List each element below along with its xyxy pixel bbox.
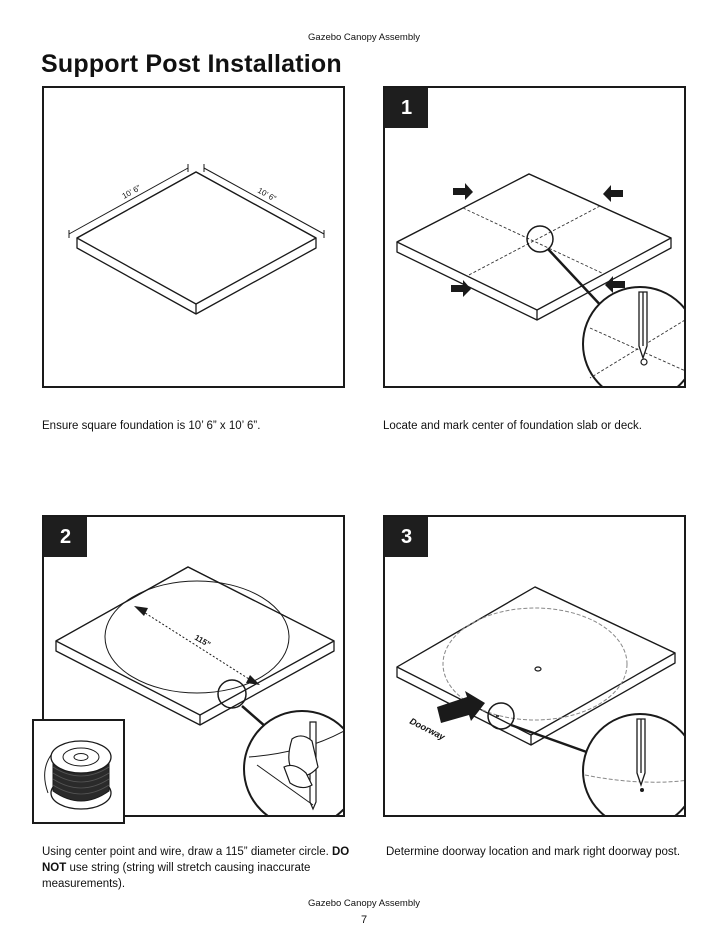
running-footer: Gazebo Canopy Assembly: [308, 898, 420, 909]
wire-spool-icon: [44, 740, 112, 810]
center-mark-illustration: [396, 173, 684, 386]
caption-foundation: Ensure square foundation is 10’ 6” x 10’…: [42, 420, 261, 432]
foundation-panel: 10’ 6” 10’ 6”: [42, 86, 345, 388]
doorway-mark-illustration: Doorway: [396, 586, 684, 815]
dimension-right: 10’ 6”: [256, 186, 278, 204]
caption-step-2: Using center point and wire, draw a 115”…: [42, 844, 352, 892]
foundation-slab-illustration: 10’ 6” 10’ 6”: [68, 164, 325, 315]
caption-step-3: Determine doorway location and mark righ…: [386, 846, 681, 858]
caption-step-1: Locate and mark center of foundation sla…: [383, 420, 642, 432]
caption-step-2-warning: DO NOT: [42, 846, 350, 874]
step-2-badge: 2: [44, 517, 87, 557]
step-2-panel: 2 115”: [42, 515, 345, 817]
caption-step-2-part2: use string (string will stretch causing …: [42, 862, 311, 890]
circle-drawing-illustration: 115”: [55, 566, 343, 815]
step-1-panel: 1: [383, 86, 686, 388]
wire-spool-inset: [32, 719, 125, 824]
running-header: Gazebo Canopy Assembly: [308, 32, 420, 43]
caption-step-2-part1: Using center point and wire, draw a 115”…: [42, 846, 332, 858]
step-1-badge: 1: [385, 88, 428, 128]
page-number: 7: [360, 914, 368, 926]
step-3-panel: 3 Doorway: [383, 515, 686, 817]
dimension-left: 10’ 6”: [121, 183, 143, 201]
page-title: Support Post Installation: [41, 50, 342, 78]
step-3-badge: 3: [385, 517, 428, 557]
